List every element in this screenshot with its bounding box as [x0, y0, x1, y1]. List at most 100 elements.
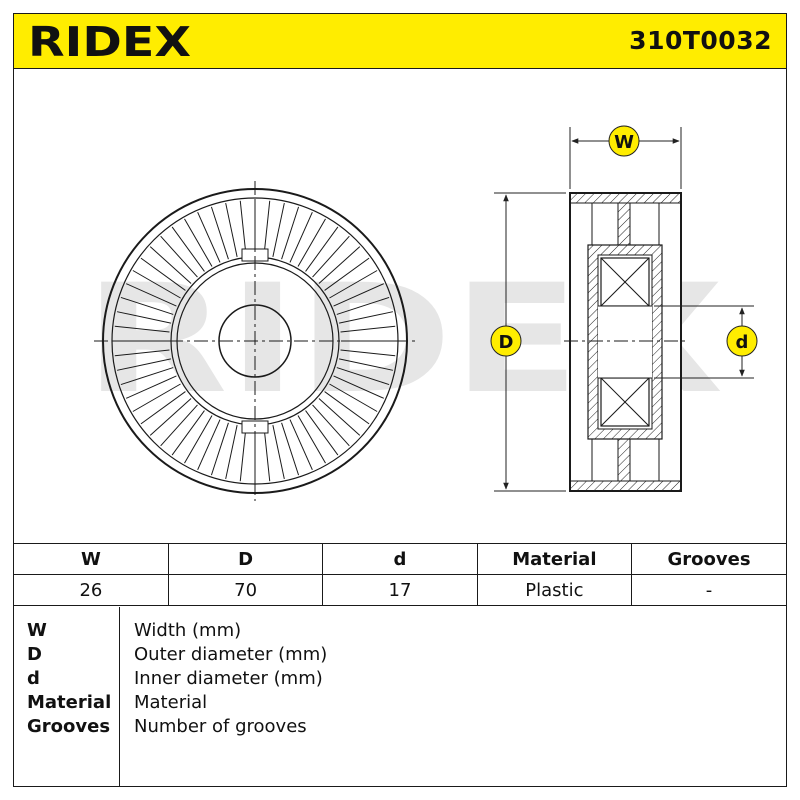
- spec-header-row: W D d Material Grooves: [14, 543, 786, 575]
- rib-line: [312, 235, 350, 278]
- rib-line: [225, 202, 238, 257]
- legend-desc: Outer diameter (mm): [134, 644, 328, 665]
- outer-diameter-badge-label: D: [499, 332, 514, 353]
- spec-header-d-inner: d: [322, 543, 478, 575]
- rib-line: [210, 422, 229, 476]
- rib-line: [263, 200, 271, 256]
- rib-line: [329, 270, 378, 299]
- legend-item: Grooves Number of grooves: [14, 716, 786, 740]
- header-bar: RIDEX 310T0032: [14, 14, 786, 69]
- legend: W Width (mm) D Outer diameter (mm) d Inn…: [14, 607, 786, 787]
- rib-line: [132, 270, 181, 299]
- rib-line: [289, 419, 313, 471]
- legend-key: W: [27, 620, 47, 641]
- rib-line: [336, 367, 390, 386]
- legend-key: D: [27, 644, 42, 665]
- technical-drawing: RIDEX: [84, 125, 758, 501]
- rib-line: [149, 246, 192, 284]
- rib-line: [239, 426, 247, 482]
- pulley-front-view: [94, 181, 416, 501]
- rib-line: [225, 425, 238, 480]
- rib-line: [171, 410, 205, 456]
- rib-line: [324, 257, 370, 291]
- rib-line: [339, 358, 394, 371]
- rib-line: [160, 404, 198, 447]
- rib-line: [333, 375, 385, 399]
- rib-line: [312, 404, 350, 447]
- spec-header-w: W: [14, 543, 169, 575]
- spec-value-row: 26 70 17 Plastic -: [14, 574, 786, 606]
- rib-line: [116, 311, 171, 324]
- rib-line: [197, 211, 221, 263]
- legend-item: D Outer diameter (mm): [14, 644, 786, 668]
- legend-key: d: [27, 668, 40, 689]
- inner-diameter-badge-label: d: [736, 332, 749, 353]
- rib-line: [197, 419, 221, 471]
- outer-diameter-badge: D: [490, 325, 522, 357]
- rib-pattern: [114, 200, 396, 482]
- spec-header-material: Material: [476, 543, 633, 575]
- legend-desc: Number of grooves: [134, 716, 307, 737]
- legend-desc: Inner diameter (mm): [134, 668, 323, 689]
- rib-line: [281, 206, 300, 260]
- rib-line: [289, 211, 313, 263]
- rib-line: [305, 226, 339, 272]
- rib-line: [120, 296, 174, 315]
- rib-line: [149, 398, 192, 436]
- rib-line: [114, 325, 170, 333]
- spec-value-material: Plastic: [476, 574, 633, 606]
- spec-header-grooves: Grooves: [631, 543, 786, 575]
- spec-value-d-outer: 70: [167, 574, 324, 606]
- rib-line: [339, 311, 394, 324]
- rib-line: [132, 383, 181, 412]
- rib-line: [114, 349, 170, 357]
- rib-line: [125, 283, 177, 307]
- rib-line: [329, 383, 378, 412]
- ridex-logo: RIDEX: [28, 22, 191, 60]
- rib-line: [336, 296, 390, 315]
- spec-value-w: 26: [14, 574, 169, 606]
- rib-line: [305, 410, 339, 456]
- spec-table: W D d Material Grooves 26 70 17 Plastic …: [14, 543, 786, 606]
- spec-value-d-inner: 17: [322, 574, 478, 606]
- rib-line: [160, 235, 198, 278]
- rib-line: [140, 391, 186, 425]
- rib-line: [120, 367, 174, 386]
- rib-line: [340, 349, 396, 357]
- rib-line: [333, 283, 385, 307]
- rib-line: [116, 358, 171, 371]
- rib-line: [297, 415, 326, 464]
- datasheet: RIDEX 310T0032 RIDEX: [13, 13, 787, 787]
- rib-line: [184, 415, 213, 464]
- legend-divider: [119, 607, 120, 787]
- rib-line: [239, 200, 247, 256]
- width-dimension-badge: W: [608, 125, 640, 157]
- pulley-side-view: [564, 192, 686, 492]
- legend-item: d Inner diameter (mm): [14, 668, 786, 692]
- rib-line: [272, 202, 285, 257]
- rib-line: [140, 257, 186, 291]
- rib-line: [125, 375, 177, 399]
- inner-diameter-badge: d: [726, 325, 758, 357]
- legend-item: Material Material: [14, 692, 786, 716]
- rib-line: [210, 206, 229, 260]
- legend-key: Grooves: [27, 716, 111, 737]
- part-number: 310T0032: [629, 26, 772, 55]
- rib-line: [340, 325, 396, 333]
- rib-line: [318, 246, 361, 284]
- rib-line: [184, 218, 213, 267]
- width-badge-label: W: [614, 132, 634, 153]
- rib-line: [272, 425, 285, 480]
- legend-item: W Width (mm): [14, 620, 786, 644]
- brand-text: RIDEX: [28, 22, 191, 60]
- rib-line: [281, 422, 300, 476]
- rib-line: [297, 218, 326, 267]
- spec-header-d-outer: D: [167, 543, 324, 575]
- rib-line: [263, 426, 271, 482]
- legend-desc: Material: [134, 692, 208, 713]
- rib-line: [324, 391, 370, 425]
- spec-value-grooves: -: [631, 574, 786, 606]
- rib-line: [318, 398, 361, 436]
- legend-desc: Width (mm): [134, 620, 242, 641]
- legend-key: Material: [27, 692, 112, 713]
